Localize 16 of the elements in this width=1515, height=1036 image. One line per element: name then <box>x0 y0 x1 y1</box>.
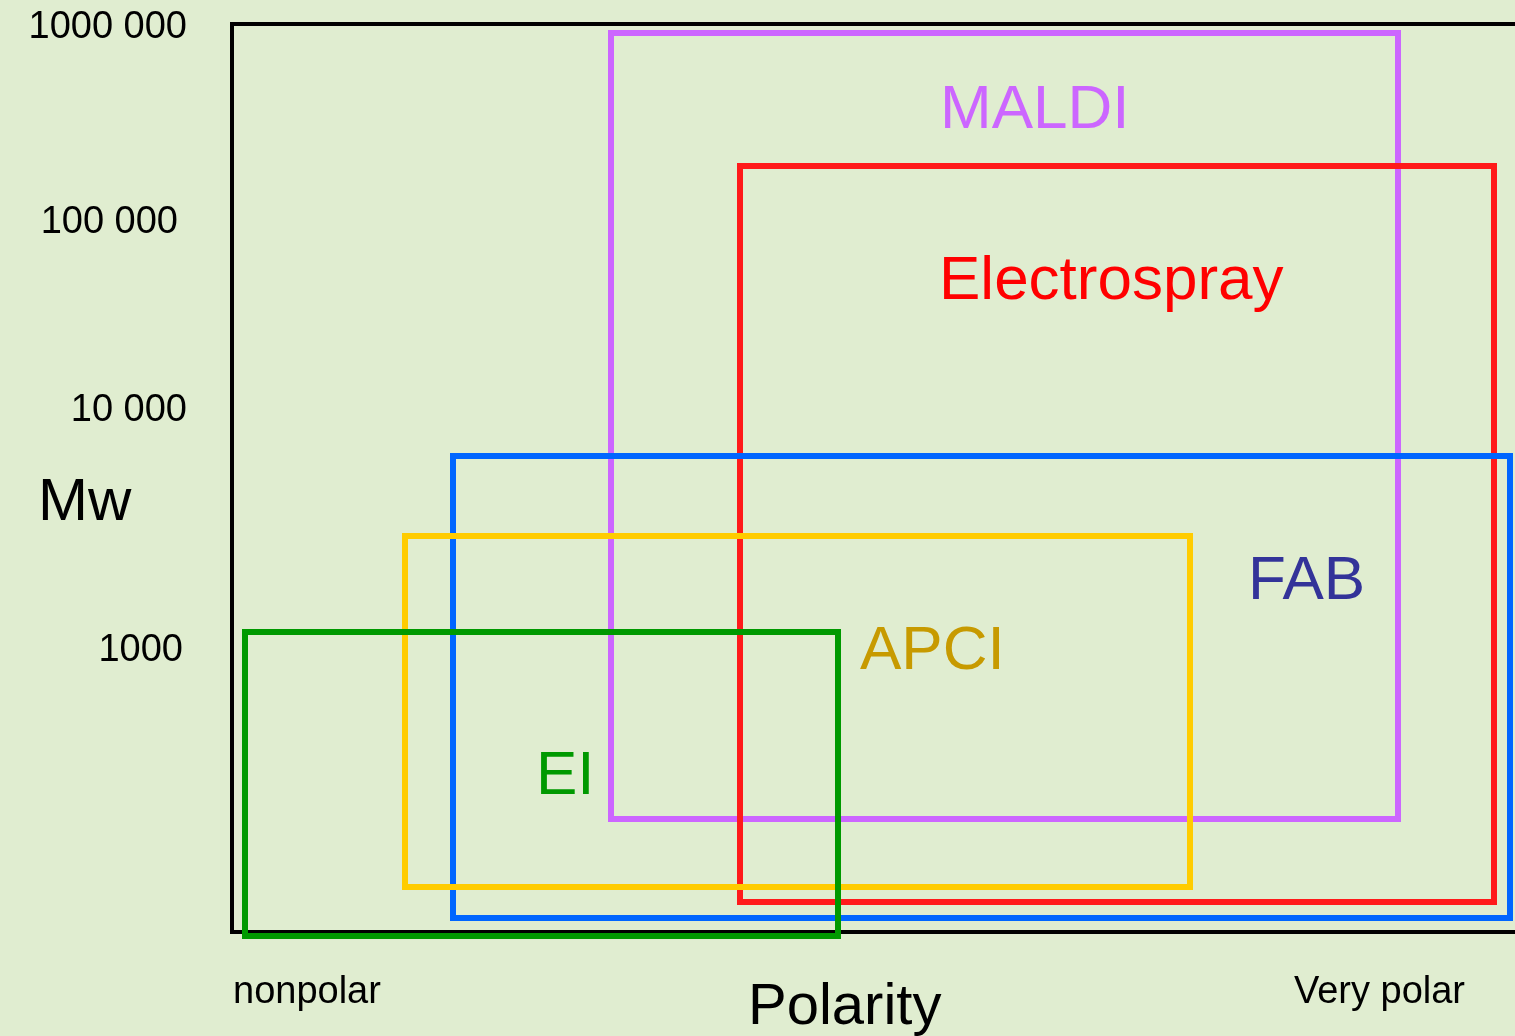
axis-end-label: Very polar <box>1293 971 1465 1009</box>
range-label: MALDI <box>940 76 1130 138</box>
apci-range-box <box>402 533 1193 890</box>
axis-title: Mw <box>38 470 132 530</box>
fab-range-box <box>450 453 1513 921</box>
ei-range-box <box>242 629 841 939</box>
electrospray-range-box <box>737 163 1497 905</box>
range-label: FAB <box>1248 547 1366 609</box>
range-label: EI <box>536 742 595 804</box>
maldi-range-box <box>608 30 1401 822</box>
axis-end-label: nonpolar <box>233 971 381 1009</box>
axis-tick-label: 1000 000 <box>28 6 187 44</box>
range-label: APCI <box>860 617 1005 679</box>
axis-tick-label: 10 000 <box>70 389 187 427</box>
axis-tick-label: 100 000 <box>40 201 178 239</box>
axis-tick-label: 1000 <box>98 629 183 667</box>
